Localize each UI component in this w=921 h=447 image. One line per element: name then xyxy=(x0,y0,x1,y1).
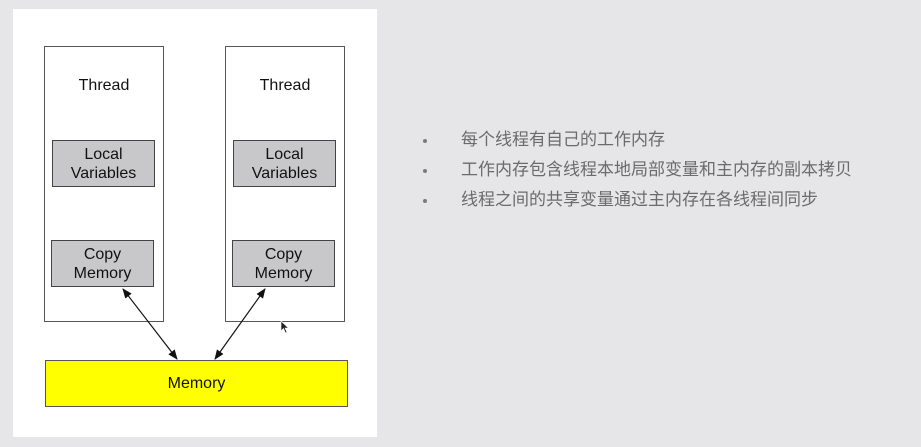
bullet-text: 每个线程有自己的工作内存 xyxy=(461,130,665,150)
copy-memory-label-line2: Memory xyxy=(73,264,132,282)
arrow-thread2-memory xyxy=(214,288,266,360)
arrow-thread1-memory xyxy=(122,288,178,360)
bullet-list: 每个线程有自己的工作内存 工作内存包含线程本地局部变量和主内存的副本拷贝 线程之… xyxy=(420,128,852,218)
local-variables-box-2: Local Variables xyxy=(233,140,336,187)
local-variables-label-line1: Local xyxy=(265,145,304,163)
bullet-text: 线程之间的共享变量通过主内存在各线程间同步 xyxy=(461,190,818,210)
bullet-dot-icon xyxy=(423,139,427,143)
local-variables-box-1: Local Variables xyxy=(52,140,155,187)
bullet-dot-icon xyxy=(423,169,427,173)
local-variables-label-line2: Variables xyxy=(70,164,137,182)
bullet-item: 线程之间的共享变量通过主内存在各线程间同步 xyxy=(420,188,852,213)
main-memory-label: Memory xyxy=(167,374,226,392)
thread-title: Thread xyxy=(78,77,130,94)
local-variables-label-line1: Local xyxy=(84,145,123,163)
thread-title: Thread xyxy=(259,77,311,94)
bullet-dot-icon xyxy=(423,199,427,203)
copy-memory-box-2: Copy Memory xyxy=(232,240,335,287)
bullet-text: 工作内存包含线程本地局部变量和主内存的副本拷贝 xyxy=(461,160,852,180)
copy-memory-label-line2: Memory xyxy=(254,264,313,282)
main-memory-box: Memory xyxy=(45,360,348,407)
copy-memory-label-line1: Copy xyxy=(264,245,303,263)
copy-memory-label-line1: Copy xyxy=(83,245,122,263)
copy-memory-box-1: Copy Memory xyxy=(51,240,154,287)
mouse-cursor-icon xyxy=(280,320,290,334)
bullet-item: 每个线程有自己的工作内存 xyxy=(420,128,852,153)
local-variables-label-line2: Variables xyxy=(251,164,318,182)
bullet-item: 工作内存包含线程本地局部变量和主内存的副本拷贝 xyxy=(420,158,852,183)
